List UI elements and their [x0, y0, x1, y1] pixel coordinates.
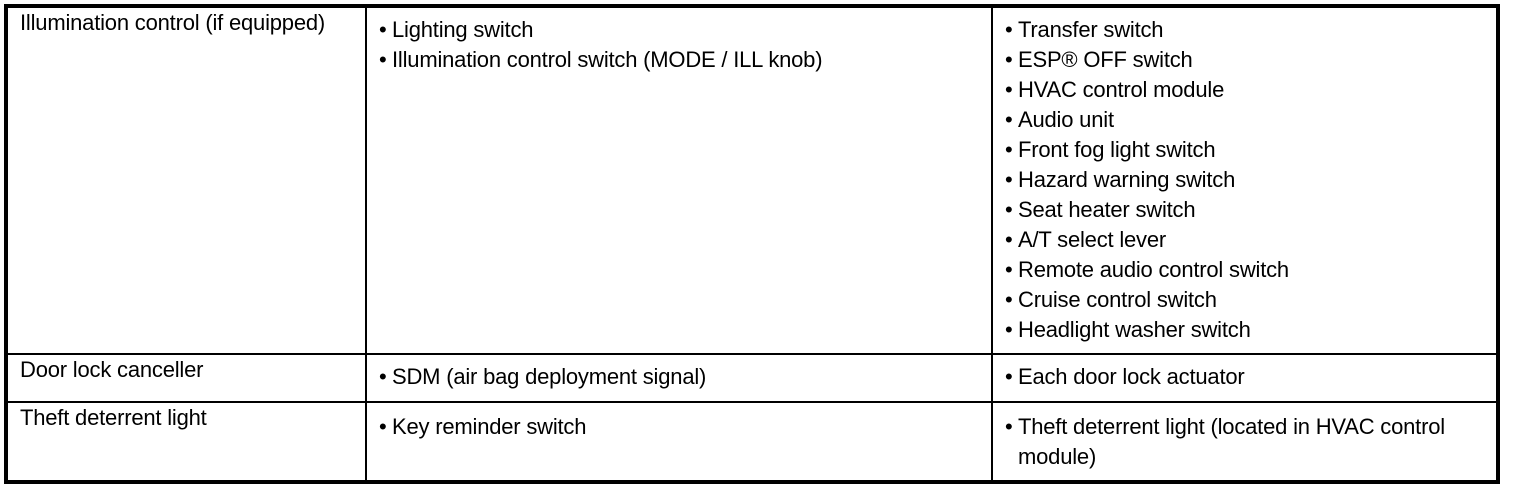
component-cell: Door lock canceller	[5, 353, 367, 403]
input-list: SDM (air bag deployment signal)	[379, 362, 981, 392]
component-label: Theft deterrent light	[20, 405, 207, 430]
input-cell: Key reminder switch	[365, 401, 993, 483]
list-item: Headlight washer switch	[1005, 315, 1486, 345]
cell-content: Theft deterrent light	[8, 403, 365, 433]
output-cell: Transfer switch ESP® OFF switch HVAC con…	[991, 5, 1499, 355]
output-list: Transfer switch ESP® OFF switch HVAC con…	[1005, 15, 1486, 345]
list-item: SDM (air bag deployment signal)	[379, 362, 981, 392]
list-item: Theft deterrent light (located in HVAC c…	[1005, 412, 1486, 472]
input-list: Lighting switch Illumination control swi…	[379, 15, 981, 75]
cell-content: Door lock canceller	[8, 355, 365, 385]
cell-content: Each door lock actuator	[993, 355, 1496, 400]
cell-content: Theft deterrent light (located in HVAC c…	[993, 403, 1496, 480]
cell-content: Lighting switch Illumination control swi…	[367, 8, 991, 83]
input-cell: SDM (air bag deployment signal)	[365, 353, 993, 403]
specification-table: Illumination control (if equipped) Light…	[4, 4, 1500, 484]
cell-content: SDM (air bag deployment signal)	[367, 355, 991, 400]
list-item: Front fog light switch	[1005, 135, 1486, 165]
list-item: Remote audio control switch	[1005, 255, 1486, 285]
component-cell: Illumination control (if equipped)	[5, 5, 367, 355]
output-list: Each door lock actuator	[1005, 362, 1486, 392]
list-item: A/T select lever	[1005, 225, 1486, 255]
input-cell: Lighting switch Illumination control swi…	[365, 5, 993, 355]
list-item: Illumination control switch (MODE / ILL …	[379, 45, 981, 75]
list-item: Seat heater switch	[1005, 195, 1486, 225]
list-item: Hazard warning switch	[1005, 165, 1486, 195]
list-item: Audio unit	[1005, 105, 1486, 135]
output-list: Theft deterrent light (located in HVAC c…	[1005, 412, 1486, 472]
output-cell: Each door lock actuator	[991, 353, 1499, 403]
table-row: Illumination control (if equipped) Light…	[5, 5, 1499, 355]
list-item: Each door lock actuator	[1005, 362, 1486, 392]
list-item: HVAC control module	[1005, 75, 1486, 105]
list-item: Key reminder switch	[379, 412, 981, 442]
cell-content: Illumination control (if equipped)	[8, 8, 365, 38]
table-row: Theft deterrent light Key reminder switc…	[5, 401, 1499, 483]
list-item: Cruise control switch	[1005, 285, 1486, 315]
table-row: Door lock canceller SDM (air bag deploym…	[5, 353, 1499, 403]
list-item: Transfer switch	[1005, 15, 1486, 45]
table-body: Illumination control (if equipped) Light…	[5, 5, 1499, 483]
output-cell: Theft deterrent light (located in HVAC c…	[991, 401, 1499, 483]
list-item: ESP® OFF switch	[1005, 45, 1486, 75]
component-label: Door lock canceller	[20, 357, 204, 382]
list-item: Lighting switch	[379, 15, 981, 45]
component-label: Illumination control (if equipped)	[20, 10, 326, 35]
cell-content: Transfer switch ESP® OFF switch HVAC con…	[993, 8, 1496, 353]
component-cell: Theft deterrent light	[5, 401, 367, 483]
cell-content: Key reminder switch	[367, 403, 991, 450]
input-list: Key reminder switch	[379, 412, 981, 442]
